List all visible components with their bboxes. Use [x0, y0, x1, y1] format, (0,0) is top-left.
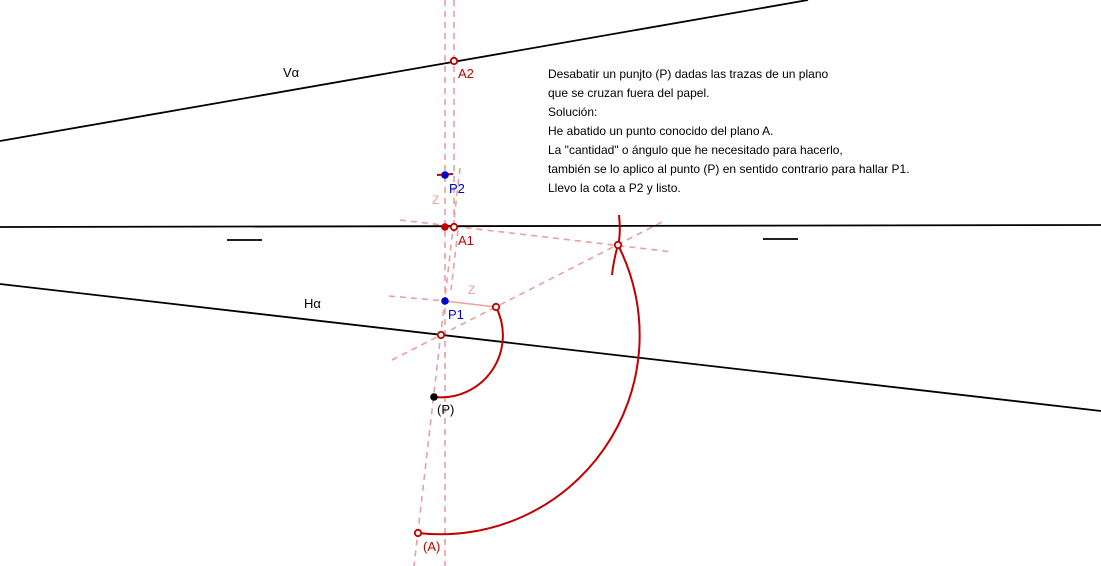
point-p-abatido[interactable]: [430, 393, 438, 401]
z-segment: [444, 300, 497, 308]
p-abatido-label: (P): [437, 402, 455, 417]
p1-horizontal-line: [388, 295, 446, 302]
small-rotation-arc: [433, 306, 504, 399]
point-p1-rotated[interactable]: [491, 302, 501, 312]
a1-to-intersection-line: [399, 219, 674, 253]
note-line: Solución:: [548, 105, 598, 119]
hinge-diagonal-line: [391, 220, 665, 361]
note-line: Desabatir un punjto (P) dadas las trazas…: [548, 67, 829, 81]
point-p1[interactable]: [441, 297, 449, 305]
h-alpha-label: Hα: [304, 296, 321, 311]
note-line: He abatido un punto conocido del plano A…: [548, 124, 774, 138]
point-p2[interactable]: [441, 171, 449, 179]
a-abatido-label: (A): [423, 539, 441, 554]
point-a1-projection[interactable]: [441, 223, 449, 231]
explanation-note: Desabatir un punjto (P) dadas las trazas…: [548, 65, 910, 198]
a2-label: A2: [458, 66, 474, 81]
traces: [0, 0, 1101, 412]
points: [413, 56, 623, 538]
note-line: también se lo aplico al punto (P) en sen…: [548, 162, 910, 176]
note-line: que se cruzan fuera del papel.: [548, 86, 710, 100]
p2-label: P2: [449, 181, 465, 196]
point-a1[interactable]: [449, 222, 459, 232]
v-alpha-label: Vα: [283, 65, 300, 80]
large-rotation-arc: [417, 244, 641, 536]
z-lower-label: Z: [468, 283, 476, 297]
h-alpha-trace: [0, 283, 1101, 412]
ground-line: [0, 224, 1101, 228]
point-a-abatido[interactable]: [413, 528, 423, 538]
point-a-intersection[interactable]: [613, 240, 623, 250]
point-hinge[interactable]: [436, 330, 446, 340]
z-upper-label: Z: [432, 193, 440, 207]
v-alpha-trace: [0, 0, 809, 142]
slanted-reference-line: [413, 167, 461, 566]
a1-label: A1: [458, 233, 474, 248]
note-line: Llevo la cota a P2 y listo.: [548, 181, 681, 195]
point-a2[interactable]: [449, 56, 459, 66]
p1-label: P1: [448, 307, 464, 322]
note-line: La "cantidad" o ángulo que he necesitado…: [548, 143, 843, 157]
